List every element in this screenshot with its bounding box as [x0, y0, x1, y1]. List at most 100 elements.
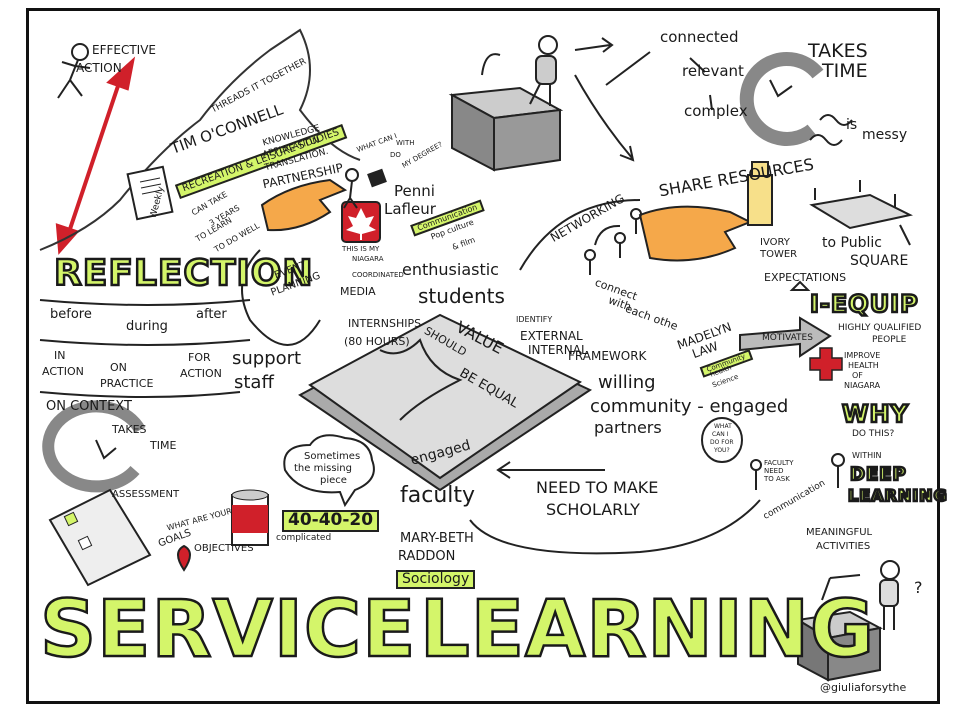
in-label: IN: [54, 349, 66, 362]
arrow-up-icon: [789, 280, 811, 291]
person-icon: [343, 168, 387, 209]
to-public-label: to Public: [822, 235, 882, 251]
willing-label: willing: [598, 372, 656, 393]
hours-label: (80 HOURS): [344, 335, 410, 348]
faculty-label: faculty: [400, 483, 476, 508]
flow-curve: [519, 199, 641, 271]
bubble-what: WHAT: [714, 423, 732, 430]
penni-last-name: Lafleur: [384, 200, 436, 218]
person-icon: [750, 459, 762, 490]
improve-label: IMPROVE: [844, 351, 881, 360]
iequip-label: I-EQUIP: [809, 290, 919, 318]
do-label: DO: [390, 151, 401, 159]
relevant-label: relevant: [682, 62, 744, 80]
ratio-label: 40-40-20: [282, 510, 380, 532]
open-box-icon: [448, 86, 564, 172]
speech-bubble: [701, 417, 743, 463]
internships-label: INTERNSHIPS: [348, 317, 422, 330]
framework-label: FRAMEWORK: [568, 349, 647, 363]
meaningful-label: MEANINGFUL: [806, 527, 873, 538]
bubble-can-i: CAN I: [712, 431, 729, 438]
of-label: OF: [852, 371, 863, 380]
bubble-you: YOU?: [714, 447, 730, 454]
faculty-need-3: TO ASK: [764, 475, 790, 483]
divider-line: [39, 391, 241, 398]
border-frame: [26, 8, 940, 704]
ivory-label: IVORY: [760, 237, 790, 248]
internal-label: INTERNAL: [528, 343, 588, 357]
with-label: WITH: [396, 139, 415, 147]
staff-label: staff: [234, 372, 274, 393]
on-label: ON: [110, 361, 127, 374]
wavy-line: [819, 114, 853, 126]
motivates-label: MOTIVATES: [762, 333, 813, 343]
complex-label: complex: [684, 102, 748, 120]
takes-big-label: TAKES: [808, 40, 868, 62]
mountain-path: [39, 28, 361, 251]
on-context-label: ON CONTEXT: [46, 399, 132, 414]
expectations-label: EXPECTATIONS: [764, 271, 847, 284]
person-icon: [879, 560, 900, 630]
mary-beth-name-2: RADDON: [398, 549, 456, 564]
stick-figure-icon: [57, 43, 91, 99]
assessment-label: ASSESSMENT: [112, 489, 180, 500]
flow-curve: [496, 461, 605, 479]
missing-piece-3: piece: [320, 475, 347, 486]
during-label: during: [126, 319, 168, 334]
divider-line: [39, 299, 251, 306]
flow-curve: [241, 249, 321, 346]
hand-icon: [260, 178, 348, 232]
reflection-title: REFLECTION: [53, 253, 314, 294]
qualified-label: HIGHLY QUALIFIED: [838, 323, 922, 333]
in-action-label: ACTION: [42, 365, 84, 378]
red-double-arrow: [55, 56, 136, 255]
practice-label: PRACTICE: [100, 377, 154, 390]
partners-label: partners: [594, 418, 662, 437]
open-box-icon: [795, 610, 883, 682]
identify-label: IDENTIFY: [516, 315, 553, 324]
public-square-icon: [809, 180, 913, 246]
clock-hands: [769, 79, 793, 98]
title-learning: LEARNING: [419, 585, 876, 675]
enthusiastic-label: enthusiastic: [402, 260, 499, 279]
people-label: PEOPLE: [872, 335, 907, 345]
person-on-box-icon: [529, 35, 558, 106]
students-label: students: [418, 284, 505, 308]
flow-curve: [469, 499, 761, 555]
arrow-right: [574, 37, 614, 53]
arrow-down: [821, 574, 861, 601]
connected-label: connected: [660, 28, 739, 46]
weekly-sheet-icon: [126, 165, 174, 221]
objectives-label: OBJECTIVES: [194, 543, 254, 554]
square-label: SQUARE: [850, 253, 909, 269]
faculty-need-1: FACULTY: [764, 459, 794, 467]
mary-beth-dept: Sociology: [396, 570, 476, 589]
before-label: before: [50, 307, 92, 322]
clock-hands: [95, 439, 117, 460]
activities-label: ACTIVITIES: [816, 541, 871, 552]
faculty-need-2: NEED: [764, 467, 784, 475]
health-label: HEALTH: [848, 361, 879, 370]
support-label: support: [232, 348, 302, 369]
circle-arrow-icon: [739, 51, 824, 146]
circle-arrow-icon: [42, 400, 146, 493]
connector-line: [605, 51, 713, 111]
location-pin-icon: [177, 544, 191, 572]
red-cross-icon: [809, 347, 843, 381]
action-label: ACTION: [76, 61, 122, 75]
within-label: WITHIN: [852, 451, 882, 460]
arrow-down: [574, 74, 635, 162]
divider-line: [39, 339, 251, 346]
time-small-label: TIME: [150, 439, 177, 452]
for-action-label: ACTION: [180, 367, 222, 380]
networking-figures-icon: [584, 208, 642, 275]
for-label: FOR: [188, 351, 211, 364]
after-label: after: [196, 307, 227, 322]
community-label: community - engaged: [590, 396, 789, 417]
is-label: is: [846, 117, 858, 133]
bubble-do-for: DO FOR: [710, 439, 734, 446]
mary-beth-name-1: MARY-BETH: [400, 531, 474, 546]
niagara-label-2: NIAGARA: [352, 255, 384, 263]
